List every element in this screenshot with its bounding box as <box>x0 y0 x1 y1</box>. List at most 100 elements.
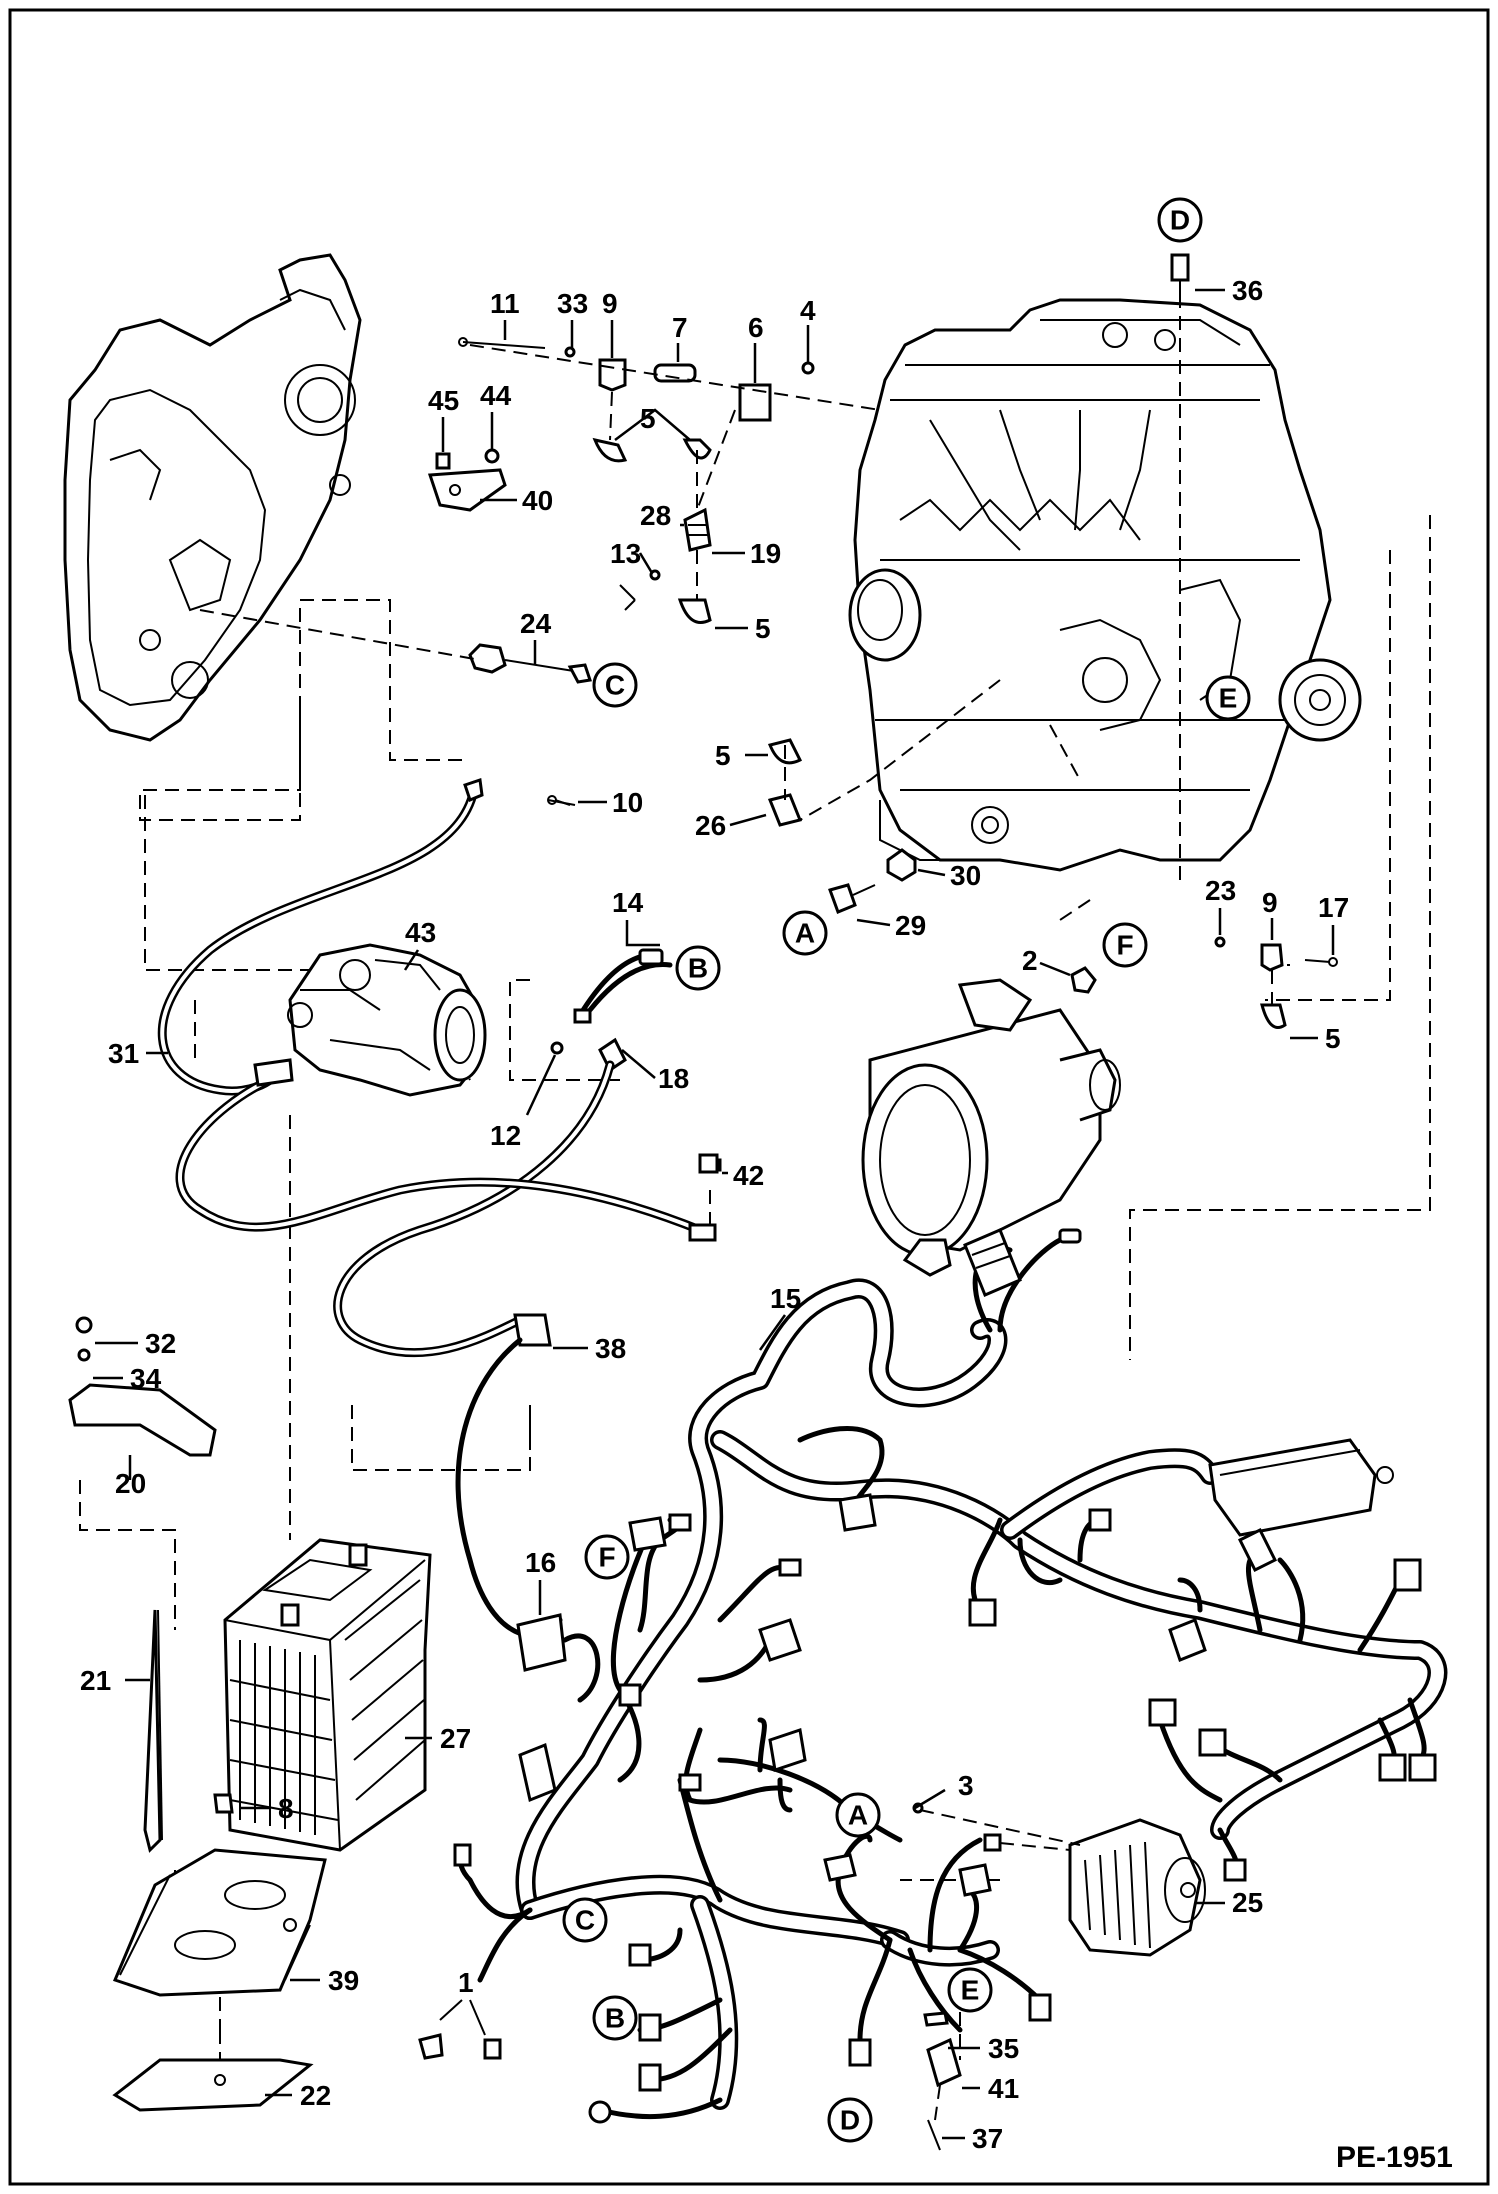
callout-letter-D: D <box>840 2105 860 2136</box>
part-label-21: 21 <box>80 1665 111 1696</box>
hold-down-20 <box>68 1316 217 1457</box>
bolt-42 <box>698 1153 719 1174</box>
part-label-32: 32 <box>145 1328 176 1359</box>
callout-letter-B: B <box>605 2003 625 2034</box>
clip-group-right <box>1214 936 1338 1029</box>
leader-line-3 <box>914 1788 946 1810</box>
connector-38 <box>455 1313 563 1638</box>
bracket-40 <box>427 448 507 512</box>
engine-assembly <box>848 298 1362 872</box>
part-label-38: 38 <box>595 1333 626 1364</box>
part-label-14: 14 <box>612 887 644 918</box>
air-cleaner <box>861 966 1121 1277</box>
callout-circle-B <box>592 1995 638 2041</box>
callout-letter-B: B <box>688 953 708 984</box>
plate-22 <box>112 2058 314 2112</box>
callout-letter-E: E <box>961 1975 980 2006</box>
part-label-20: 20 <box>115 1468 146 1499</box>
callout-letter-A: A <box>795 918 815 949</box>
part-label-45: 45 <box>428 385 459 416</box>
part-label-13: 13 <box>610 538 641 569</box>
part-label-5: 5 <box>640 403 656 434</box>
part-label-7: 7 <box>672 312 688 343</box>
sender-29 <box>828 848 917 914</box>
part-label-25: 25 <box>1232 1887 1263 1918</box>
callout-circle-C <box>592 662 638 708</box>
fasteners-1 <box>418 1999 502 2060</box>
switch-41 <box>923 2011 962 2151</box>
bolt-8 <box>213 1793 234 1814</box>
fitting-36 <box>1170 253 1190 300</box>
part-label-24: 24 <box>520 608 552 639</box>
leader-line-5 <box>614 408 691 441</box>
callout-letter-C: C <box>605 670 625 701</box>
leader-line-2 <box>1039 961 1071 977</box>
part-label-43: 43 <box>405 917 436 948</box>
part-label-44: 44 <box>480 380 512 411</box>
part-label-2: 2 <box>1022 945 1038 976</box>
part-label-29: 29 <box>895 910 926 941</box>
part-label-42: 42 <box>733 1160 764 1191</box>
part-label-9: 9 <box>602 288 618 319</box>
callout-letter-D: D <box>1170 205 1190 236</box>
part-label-26: 26 <box>695 810 726 841</box>
leader-line-43 <box>403 949 420 971</box>
relay-16 <box>516 1590 601 1703</box>
part-label-17: 17 <box>1318 892 1349 923</box>
part-label-23: 23 <box>1205 875 1236 906</box>
leader-line-30 <box>917 868 946 877</box>
part-label-35: 35 <box>988 2033 1019 2064</box>
callout-circle-F <box>1102 922 1148 968</box>
callout-letter-E: E <box>1219 683 1238 714</box>
part-label-22: 22 <box>300 2080 331 2111</box>
part-label-1: 1 <box>458 1967 474 1998</box>
clamp-26 <box>767 738 803 827</box>
leader-line-26 <box>729 813 767 827</box>
figure-code: PE-1951 <box>1336 2141 1453 2174</box>
callout-letter-C: C <box>575 1905 595 1936</box>
leader-line-12 <box>525 1054 557 1116</box>
ground-cable-31 <box>157 778 722 1242</box>
diagram-border <box>8 8 1490 2186</box>
callout-circle-B <box>675 945 721 991</box>
part-label-27: 27 <box>440 1723 471 1754</box>
starter-motor <box>287 943 487 1097</box>
part-label-40: 40 <box>522 485 553 516</box>
part-label-19: 19 <box>750 538 781 569</box>
battery-27 <box>223 1538 432 1852</box>
bolt-10 <box>547 799 576 806</box>
part-label-12: 12 <box>490 1120 521 1151</box>
main-wiring-harness-15 <box>457 1237 1448 2120</box>
callout-circle-E <box>947 1967 993 2013</box>
part-label-15: 15 <box>770 1283 801 1314</box>
leader-line-29 <box>856 918 891 927</box>
callout-circle-C <box>562 1897 608 1943</box>
callout-circle-A <box>782 910 828 956</box>
flywheel-housing <box>63 253 362 742</box>
part-label-4: 4 <box>800 295 816 326</box>
dashed-leaders <box>79 280 1431 2060</box>
callout-circle-D <box>827 2097 873 2143</box>
part-label-30: 30 <box>950 860 981 891</box>
part-label-34: 34 <box>130 1363 162 1394</box>
part-label-10: 10 <box>612 787 643 818</box>
part-label-36: 36 <box>1232 275 1263 306</box>
callout-letter-F: F <box>1116 930 1133 961</box>
part-label-5: 5 <box>715 740 731 771</box>
part-label-33: 33 <box>557 288 588 319</box>
part-label-3: 3 <box>958 1770 974 1801</box>
leader-line-14 <box>625 920 660 947</box>
leader-line-13 <box>638 552 654 574</box>
cable-18 <box>333 1037 627 1358</box>
rod-21 <box>143 1609 163 1853</box>
part-label-18: 18 <box>658 1063 689 1094</box>
part-label-31: 31 <box>108 1038 139 1069</box>
alternator-25 <box>912 1802 1206 1957</box>
harness-connectors <box>453 1228 1437 2124</box>
callout-circle-F <box>584 1534 630 1580</box>
part-label-16: 16 <box>525 1547 556 1578</box>
leader-line-15 <box>758 1314 787 1351</box>
part-label-37: 37 <box>972 2123 1003 2154</box>
